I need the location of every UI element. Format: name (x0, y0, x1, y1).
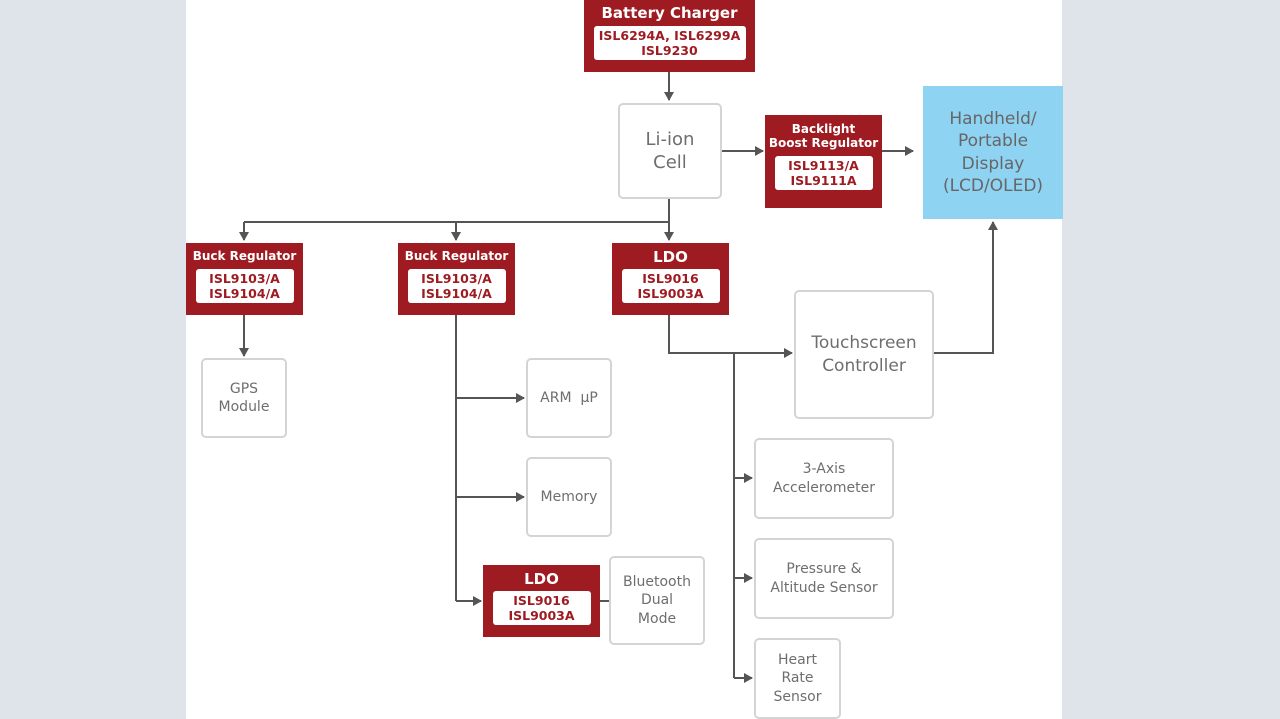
backlight-boost-title-line2: Boost Regulator (768, 135, 879, 150)
buck-regulator-2-title: Buck Regulator (404, 249, 509, 263)
part-number: ISL9103/A (421, 270, 492, 286)
ldo-2-title: LDO (524, 570, 559, 588)
part-number: ISL9016 (642, 271, 699, 287)
accelerometer-block: 3-Axis Accelerometer (754, 438, 894, 519)
battery-charger-parts: ISL6294A, ISL6299A ISL9230 (593, 26, 746, 61)
bluetooth-block: Bluetooth Dual Mode (609, 556, 705, 645)
pressure-altitude-sensor-block: Pressure & Altitude Sensor (754, 538, 894, 619)
part-number: ISL9113/A (788, 157, 859, 173)
memory-block: Memory (526, 457, 612, 537)
buck-regulator-1-title: Buck Regulator (192, 249, 297, 263)
part-number: ISL9104/A (209, 285, 280, 301)
buck-regulator-1-block: Buck Regulator ISL9103/A ISL9104/A (186, 243, 303, 315)
part-number: ISL9003A (508, 608, 575, 624)
buck-regulator-2-parts: ISL9103/A ISL9104/A (407, 268, 506, 303)
part-number: ISL9230 (641, 43, 698, 59)
backlight-boost-regulator-block: Backlight Boost Regulator ISL9113/A ISL9… (765, 115, 882, 208)
buck-regulator-2-block: Buck Regulator ISL9103/A ISL9104/A (398, 243, 515, 315)
battery-charger-block: Battery Charger ISL6294A, ISL6299A ISL92… (584, 0, 755, 72)
part-number: ISL9111A (790, 172, 857, 188)
gps-module-block: GPS Module (201, 358, 287, 438)
li-ion-cell-block: Li-ion Cell (618, 103, 722, 199)
handheld-display-block: Handheld/ Portable Display (LCD/OLED) (923, 86, 1063, 219)
part-number: ISL9016 (513, 593, 570, 609)
battery-charger-title: Battery Charger (601, 4, 738, 22)
backlight-boost-parts: ISL9113/A ISL9111A (774, 155, 873, 190)
part-number: ISL9103/A (209, 270, 280, 286)
buck-regulator-1-parts: ISL9103/A ISL9104/A (195, 268, 294, 303)
part-number: ISL9104/A (421, 285, 492, 301)
ldo-1-block: LDO ISL9016 ISL9003A (612, 243, 729, 315)
ldo-1-title: LDO (653, 248, 688, 266)
heart-rate-sensor-block: Heart Rate Sensor (754, 638, 841, 719)
backlight-boost-title-line1: Backlight (791, 122, 856, 136)
touchscreen-controller-block: Touchscreen Controller (794, 290, 934, 419)
ldo-2-parts: ISL9016 ISL9003A (492, 591, 591, 626)
ldo-1-parts: ISL9016 ISL9003A (621, 269, 720, 304)
ldo-2-block: LDO ISL9016 ISL9003A (483, 565, 600, 637)
part-number: ISL6294A, ISL6299A (598, 28, 741, 44)
part-number: ISL9003A (637, 286, 704, 302)
arm-processor-block: ARM µP (526, 358, 612, 438)
